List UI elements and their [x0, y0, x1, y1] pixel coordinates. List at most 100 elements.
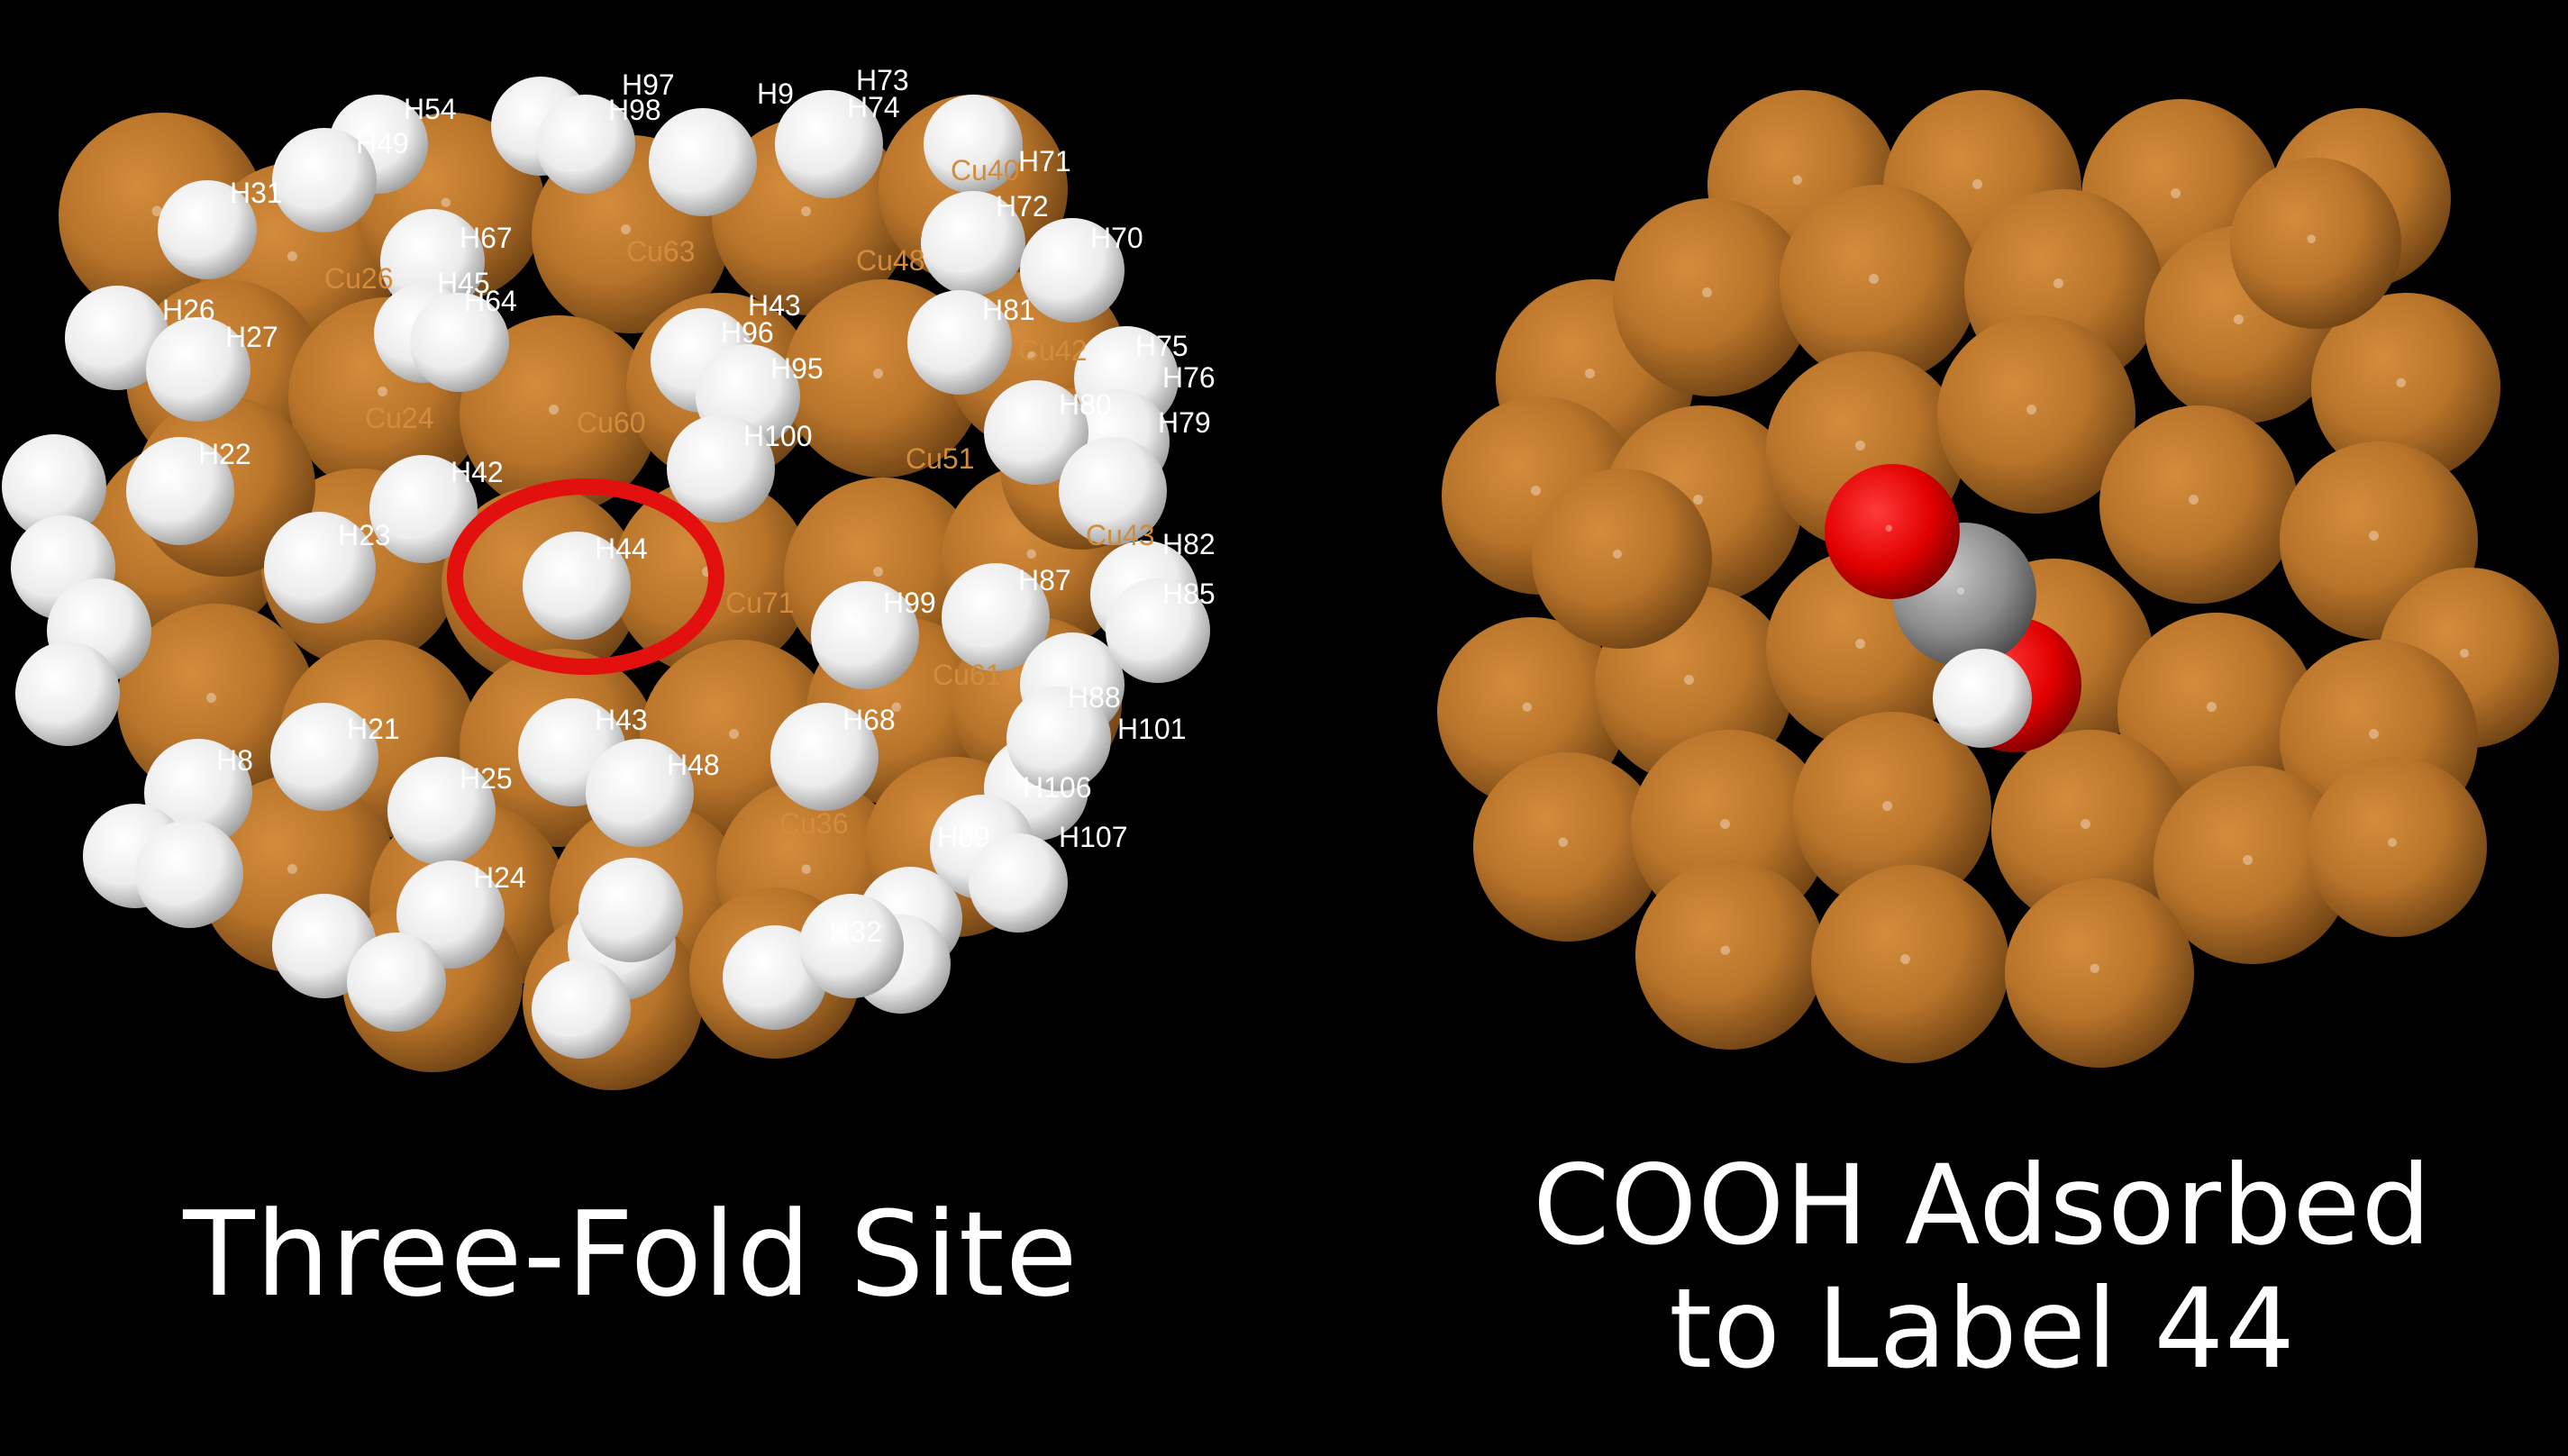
- hydrogen-atom: [15, 642, 120, 746]
- h-label: H96: [721, 316, 774, 349]
- hydrogen-atom: [775, 90, 883, 198]
- cu-label: Cu24: [365, 402, 434, 434]
- hydrogen-atom-specular: [58, 562, 63, 568]
- right-caption: COOH Adsorbed to Label 44: [1370, 1144, 2568, 1390]
- hydrogen-atom-specular: [567, 747, 572, 752]
- hydrogen-atom-specular: [580, 139, 586, 144]
- hydrogen-atom-specular: [968, 139, 973, 144]
- hydrogen-atom: [667, 414, 775, 523]
- hydrogen-atom-specular: [977, 842, 982, 847]
- copper-atom-specular: [2369, 531, 2379, 541]
- hydrogen-atom-specular: [454, 337, 460, 342]
- cu-label: Cu43: [1086, 519, 1155, 551]
- hydrogen-atom-specular: [319, 175, 324, 181]
- h-label: H70: [1090, 222, 1143, 254]
- hydrogen-atom-specular: [715, 463, 721, 469]
- h-label: H67: [460, 222, 513, 254]
- copper-atom: [2117, 613, 2316, 811]
- h-label: H43: [595, 704, 648, 736]
- hydrogen-atom-specular: [819, 751, 824, 757]
- h-label: H22: [198, 438, 251, 470]
- h-label: H25: [460, 762, 513, 795]
- hydrogen-atom: [921, 191, 1025, 296]
- hydrogen-atom: [387, 757, 496, 865]
- hydrogen-atom: [1020, 218, 1125, 323]
- hydrogen-atom-specular: [193, 364, 199, 369]
- copper-atom-specular: [1855, 441, 1865, 450]
- hydrogen-atom: [270, 703, 378, 811]
- copper-atom-specular: [1613, 550, 1622, 559]
- hydrogen-atom-specular: [391, 977, 396, 982]
- h-label: H44: [595, 532, 648, 565]
- copper-atom-specular: [2081, 819, 2090, 829]
- hydrogen-atom: [126, 437, 234, 545]
- copper-atom-specular: [2171, 188, 2181, 198]
- hydrogen-atom-specular: [954, 337, 960, 342]
- hydrogen-atom-specular: [990, 612, 996, 617]
- copper-atom-specular: [2053, 278, 2063, 288]
- copper-atom-specular: [1531, 486, 1541, 496]
- copper-atom-specular: [441, 197, 451, 207]
- hydrogen-atom-specular: [193, 787, 198, 793]
- copper-atom-specular: [1869, 274, 1879, 284]
- hydrogen-atom-specular: [445, 909, 451, 915]
- hydrogen-atom-specular: [769, 972, 775, 978]
- cu-label: Cu42: [1018, 334, 1088, 367]
- h-label: H79: [1158, 406, 1211, 439]
- copper-atom-specular: [1720, 945, 1730, 955]
- carbon-atom-specular: [1957, 587, 1964, 595]
- hydrogen-atom-specular: [576, 1004, 581, 1009]
- copper-atom-specular: [1558, 837, 1568, 847]
- hydrogen-atom-specular: [1013, 878, 1018, 883]
- hydrogen-atom: [942, 563, 1050, 671]
- copper-atom-specular: [1702, 287, 1712, 297]
- copper-atom-specular: [1720, 819, 1730, 829]
- hydrogen-atom-specular: [112, 332, 117, 338]
- h-label: H9: [757, 77, 794, 110]
- h-label: H32: [829, 915, 882, 948]
- hydrogen-atom-specular: [1067, 679, 1072, 685]
- h-label: H24: [473, 861, 526, 894]
- h-label: H87: [1018, 564, 1071, 596]
- copper-atom-specular: [549, 405, 559, 414]
- h-label: H43: [748, 289, 801, 322]
- cu-label: Cu26: [324, 262, 394, 295]
- hydrogen-atom-specular: [202, 224, 207, 230]
- hydrogen-atom-specular: [319, 941, 324, 946]
- h-label: H45: [437, 267, 490, 299]
- hydrogen-atom-specular: [535, 121, 541, 126]
- cu-label: Cu63: [626, 235, 696, 268]
- hydrogen-atom: [969, 833, 1068, 933]
- h-label: H97: [622, 68, 675, 101]
- copper-atom-specular: [2090, 963, 2099, 973]
- copper-atom: [1811, 865, 2009, 1063]
- hydrogen-atom-specular: [1031, 427, 1036, 432]
- h-label: H101: [1117, 713, 1187, 745]
- copper-atom: [1991, 730, 2190, 928]
- cu-label: Cu60: [577, 406, 646, 439]
- hydrogen-atom: [1933, 649, 2032, 748]
- hydrogen-atom: [1106, 578, 1210, 683]
- copper-atom: [2099, 405, 2298, 604]
- hydrogen-atom-specular: [1152, 625, 1158, 631]
- h-label: H48: [667, 749, 720, 781]
- copper-atom-specular: [2207, 702, 2217, 712]
- hydrogen-atom-specular: [94, 625, 99, 631]
- hydrogen-atom-specular: [860, 630, 865, 635]
- copper-atom-specular: [621, 224, 631, 234]
- cu-label: Cu36: [779, 807, 849, 840]
- h-label: H82: [1162, 528, 1216, 560]
- hydrogen-atom-specular: [436, 805, 442, 811]
- copper-atom: [2154, 766, 2352, 964]
- copper-atom-specular: [2388, 838, 2397, 847]
- cu-label: Cu40: [951, 154, 1020, 187]
- hydrogen-atom: [649, 108, 757, 216]
- h-label: H75: [1135, 330, 1188, 362]
- copper-atom-specular: [873, 369, 883, 378]
- copper-atom: [2307, 757, 2487, 937]
- copper-atom-specular: [287, 251, 297, 261]
- h-label: H80: [1059, 388, 1112, 421]
- h-label: H81: [982, 294, 1035, 326]
- hydrogen-atom-specular: [697, 157, 703, 162]
- right-caption-line2: to Label 44: [1669, 1264, 2296, 1393]
